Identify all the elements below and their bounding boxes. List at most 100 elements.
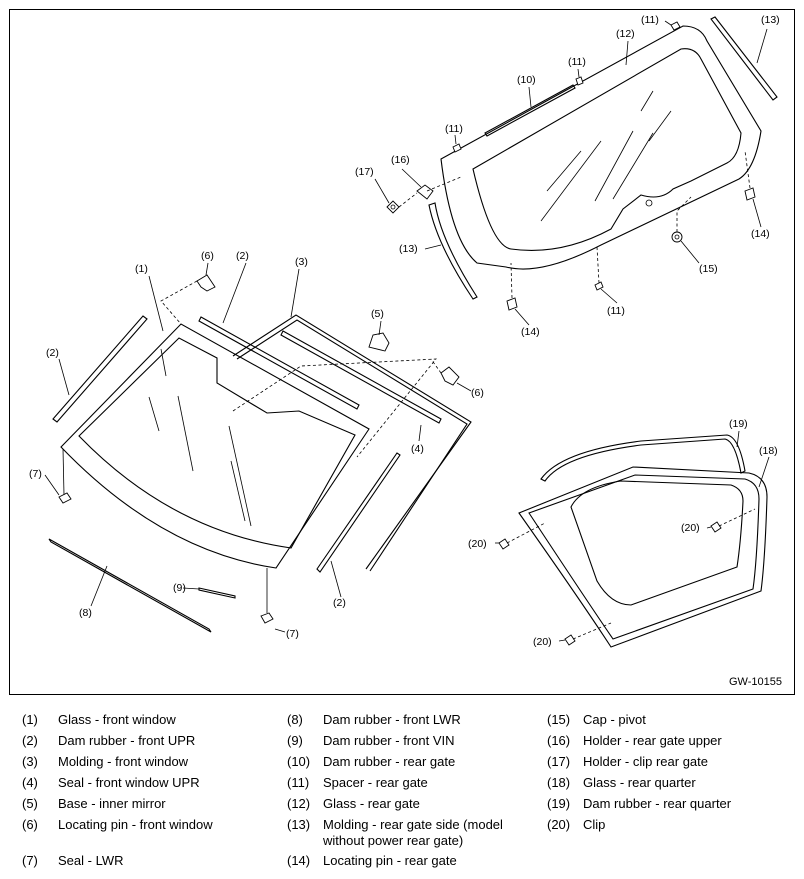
legend-description: Seal - front window UPR — [58, 775, 200, 790]
molding-front-window — [232, 314, 472, 572]
callout-15: (15) — [699, 263, 718, 275]
legend-description: Spacer - rear gate — [323, 775, 428, 790]
dam-rubber-front-upr-right — [316, 452, 401, 573]
legend-number: (6) — [22, 817, 38, 832]
seal-front-window-upr — [232, 358, 437, 458]
molding-rear-gate-side-right — [710, 16, 778, 101]
legend-number: (5) — [22, 796, 38, 811]
spacer-rear-gate-1 — [670, 21, 681, 31]
exploded-parts-diagram: (1) (2) (2) (2) (3) (4) (5) (6) (6) (7) … — [29, 14, 780, 648]
legend-number: (15) — [547, 712, 571, 727]
callout-11-bottom: (11) — [607, 305, 625, 317]
glass-rear-quarter — [518, 466, 768, 648]
legend-description: Dam rubber - front LWR — [323, 712, 461, 727]
callout-6-upper: (6) — [201, 250, 214, 262]
figure-code: GW-10155 — [729, 676, 782, 688]
callout-20-left: (20) — [468, 538, 487, 550]
legend-description: Seal - LWR — [58, 853, 124, 868]
glass-rear-gate — [440, 25, 762, 270]
legend-number: (13) — [287, 817, 311, 832]
callout-11-left: (11) — [445, 123, 463, 135]
callout-2-bottom: (2) — [333, 597, 346, 609]
legend-number: (7) — [22, 853, 38, 868]
locating-pin-front-window-upper — [196, 274, 216, 292]
callout-7-right: (7) — [286, 628, 299, 640]
clip-3 — [564, 634, 576, 646]
legend-number: (12) — [287, 796, 311, 811]
seal-lwr-left — [58, 448, 72, 504]
callout-13-right: (13) — [761, 14, 780, 26]
legend-number: (8) — [287, 712, 303, 727]
legend-number: (20) — [547, 817, 571, 832]
legend-description: Clip — [583, 817, 606, 832]
callout-18: (18) — [759, 445, 778, 457]
holder-rear-gate-upper — [416, 184, 434, 200]
legend-description: Molding - rear gate side (model without … — [323, 817, 503, 848]
legend-number: (9) — [287, 733, 303, 748]
legend-number: (18) — [547, 775, 571, 790]
callout-16: (16) — [391, 154, 410, 166]
callout-17: (17) — [355, 166, 374, 178]
legend-description: Dam rubber - front VIN — [323, 733, 455, 748]
legend-description: Dam rubber - rear quarter — [583, 796, 732, 811]
base-inner-mirror — [368, 332, 390, 352]
locating-pin-rear-gate-bottom — [506, 297, 518, 311]
spacer-rear-gate-4 — [594, 281, 604, 291]
legend-number: (14) — [287, 853, 311, 868]
callout-2-top: (2) — [236, 250, 249, 262]
callout-14-bottom: (14) — [521, 326, 540, 338]
legend-number: (11) — [287, 775, 310, 790]
spacer-rear-gate-3 — [452, 143, 462, 153]
dam-rubber-front-vin — [198, 587, 236, 599]
dam-rubber-front-lwr — [48, 538, 212, 633]
legend-number: (3) — [22, 754, 38, 769]
rear-gate-assembly — [374, 16, 778, 326]
legend-description: Holder - rear gate upper — [583, 733, 722, 748]
locating-pin-rear-gate-right — [744, 187, 756, 201]
callout-11-top: (11) — [641, 14, 659, 26]
legend-description: Dam rubber - rear gate — [323, 754, 456, 769]
legend-description: Glass - rear quarter — [583, 775, 696, 790]
callout-20-right: (20) — [681, 522, 700, 534]
callout-7-left: (7) — [29, 468, 42, 480]
legend-description: Cap - pivot — [583, 712, 646, 727]
callout-11-mid: (11) — [568, 56, 586, 68]
legend-description: Molding - front window — [58, 754, 189, 769]
seal-lwr-right — [260, 568, 274, 624]
legend-number: (19) — [547, 796, 571, 811]
spacer-rear-gate-2 — [575, 76, 584, 86]
locating-pin-front-window-right — [440, 366, 460, 386]
callout-8: (8) — [79, 607, 92, 619]
dam-rubber-rear-quarter — [540, 434, 746, 482]
callout-12: (12) — [616, 28, 635, 40]
legend-number: (17) — [547, 754, 571, 769]
callout-2-left: (2) — [46, 347, 59, 359]
dam-rubber-front-upr-left — [52, 315, 148, 423]
callout-9: (9) — [173, 582, 186, 594]
callout-10: (10) — [517, 74, 536, 86]
legend-number: (4) — [22, 775, 38, 790]
callout-19: (19) — [729, 418, 748, 430]
legend-description: Holder - clip rear gate — [583, 754, 708, 769]
clip-2 — [498, 538, 510, 550]
glass-front-window — [60, 323, 370, 569]
legend-description: Base - inner mirror — [58, 796, 166, 811]
legend-number: (10) — [287, 754, 311, 769]
callout-5: (5) — [371, 308, 384, 320]
dam-rubber-rear-gate — [484, 84, 576, 137]
callout-6-right: (6) — [471, 387, 484, 399]
legend-description: Dam rubber - front UPR — [58, 733, 196, 748]
legend-description: Locating pin - rear gate — [323, 853, 457, 868]
callout-3: (3) — [295, 256, 308, 268]
front-window-assembly — [44, 262, 472, 633]
diagram-frame: (1) (2) (2) (2) (3) (4) (5) (6) (6) (7) … — [9, 9, 795, 695]
callout-20-bottom: (20) — [533, 636, 552, 648]
legend-description: Glass - front window — [58, 712, 176, 727]
dam-rubber-front-upr-top — [198, 316, 360, 410]
cap-pivot — [671, 231, 683, 243]
legend-description: Glass - rear gate — [323, 796, 420, 811]
legend-description: Locating pin - front window — [58, 817, 213, 832]
molding-rear-gate-side-left — [428, 202, 478, 300]
callout-14-right: (14) — [751, 228, 770, 240]
callout-4: (4) — [411, 443, 424, 455]
